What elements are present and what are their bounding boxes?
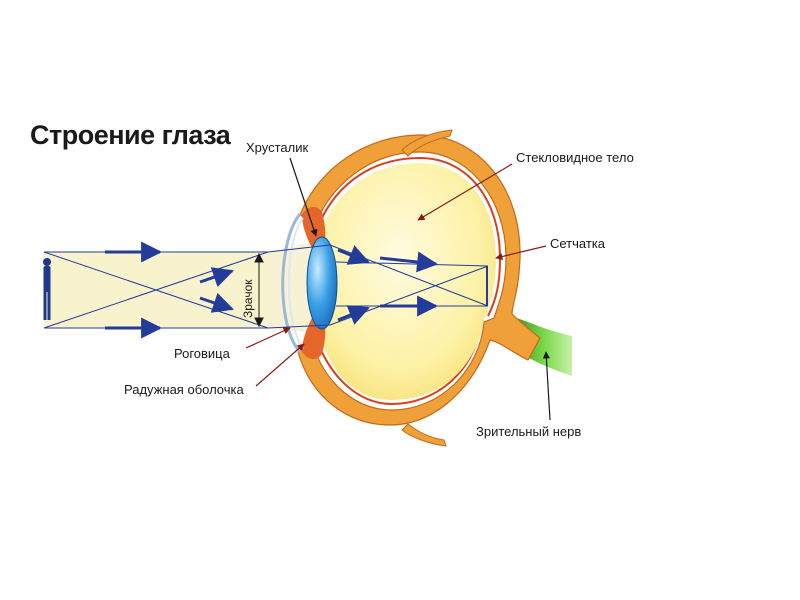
vitreous-body [320, 163, 496, 400]
label-optic-nerve: Зрительный нерв [476, 424, 581, 439]
label-iris: Радужная оболочка [124, 382, 244, 397]
label-vitreous-body: Стекловидное тело [516, 150, 634, 165]
label-pupil: Зрачок [241, 279, 255, 318]
label-lens: Хрусталик [246, 140, 308, 155]
diagram-title: Строение глаза [30, 120, 232, 150]
label-cornea: Роговица [174, 346, 231, 361]
lower-eyelid [402, 424, 446, 446]
crystalline-lens [307, 237, 337, 329]
label-retina: Сетчатка [550, 236, 606, 251]
